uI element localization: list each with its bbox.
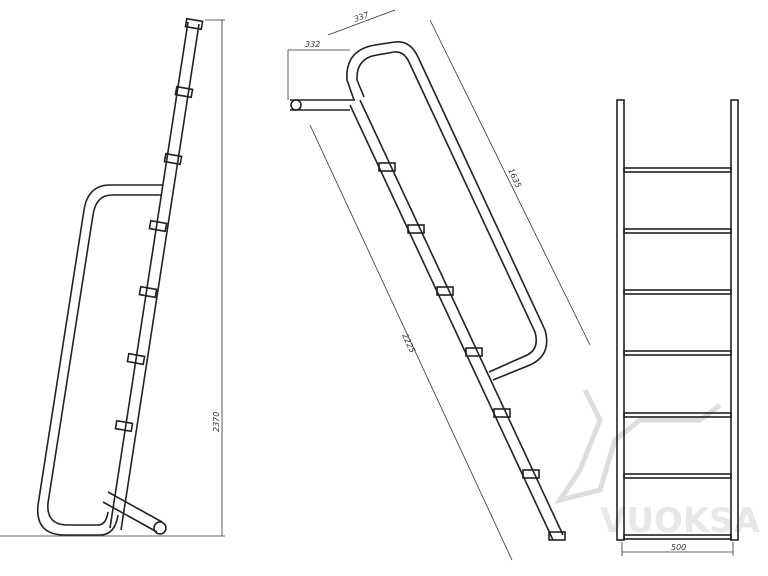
side-view-steps	[114, 17, 204, 433]
width-dimension: 500	[671, 543, 686, 552]
handrail-length-dimension: 1635	[506, 167, 523, 189]
offset-dimension: 332	[305, 40, 320, 49]
front-view-rungs	[623, 167, 732, 540]
handrail-depth-dimension: 337	[353, 10, 371, 24]
side-view: 2370	[0, 17, 225, 537]
angled-view-steps	[378, 162, 566, 541]
height-dimension: 2370	[212, 412, 221, 432]
angled-view: 332 337 1635 2225	[287, 9, 591, 561]
front-view: 500	[616, 99, 739, 556]
rail-length-dimension: 2225	[400, 332, 417, 354]
